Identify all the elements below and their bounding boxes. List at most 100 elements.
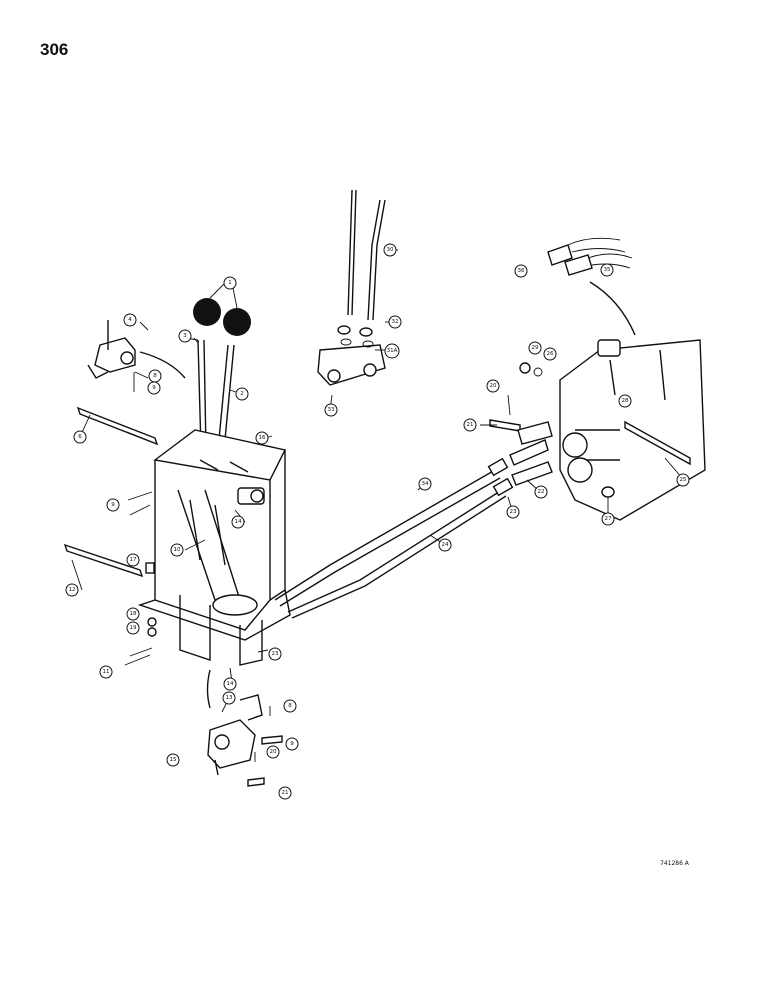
callout-label: 23	[510, 509, 517, 515]
callout-35: 35	[600, 263, 614, 277]
callout-circle	[601, 512, 615, 526]
callout-circle	[147, 381, 161, 395]
page-number: 306	[40, 40, 69, 59]
callout-label: 2	[240, 391, 244, 397]
callout-circle	[123, 313, 137, 327]
drawing-code: 741286 A	[660, 860, 689, 867]
callout-label: 21	[467, 422, 474, 428]
callout-14b: 14	[223, 677, 237, 691]
callout-circle	[463, 418, 477, 432]
callout-label: 8	[153, 373, 157, 379]
callout-label: 11	[103, 669, 110, 675]
callout-circle	[324, 403, 338, 417]
callout-label: 1	[228, 280, 232, 286]
callout-21a: 21	[278, 786, 292, 800]
callout-label: 20	[270, 749, 277, 755]
callout-circle	[285, 737, 299, 751]
callout-25: 25	[676, 473, 690, 487]
callout-label: 35	[604, 267, 611, 273]
callout-circle	[506, 505, 520, 519]
callout-circle	[278, 786, 292, 800]
control-cables	[274, 457, 514, 619]
callout-label: 10	[174, 547, 181, 553]
callout-label: 13	[226, 695, 233, 701]
callout-circle	[528, 341, 542, 355]
callout-label: 32	[392, 319, 399, 325]
callout-circle	[600, 263, 614, 277]
callout-28: 28	[618, 394, 632, 408]
callout-circle	[126, 607, 140, 621]
callout-9a: 9	[147, 381, 161, 395]
callout-label: 27	[605, 516, 612, 522]
callout-label: 34	[422, 481, 429, 487]
callout-bubbles: 1234896916141017121819112314138920152130…	[65, 243, 690, 800]
callout-15: 15	[166, 753, 180, 767]
callout-circle	[438, 538, 452, 552]
callout-14a: 14	[231, 515, 245, 529]
callout-23a: 23	[268, 647, 282, 661]
callout-2: 2	[235, 387, 249, 401]
callout-31a: 31A	[384, 343, 400, 359]
callout-label: 22	[538, 489, 545, 495]
callout-circle	[106, 498, 120, 512]
callout-19: 19	[126, 621, 140, 635]
callout-1: 1	[223, 276, 237, 290]
callout-label: 14	[227, 681, 234, 687]
callout-circle	[255, 431, 269, 445]
callout-label: 24	[442, 542, 449, 548]
control-box	[137, 429, 291, 666]
callout-8b: 8	[283, 699, 297, 713]
callout-circle	[676, 473, 690, 487]
upper-pivot-bracket	[87, 320, 186, 392]
callout-20b: 20	[486, 379, 500, 393]
callout-label: 21	[282, 790, 289, 796]
callout-32: 32	[388, 315, 402, 329]
callout-circle	[514, 264, 528, 278]
callout-33: 33	[324, 403, 338, 417]
clevises	[489, 419, 553, 486]
hose-fittings	[547, 237, 636, 336]
callout-16: 16	[255, 431, 269, 445]
callout-label: 8	[288, 703, 292, 709]
callout-label: 6	[78, 434, 82, 440]
control-knobs	[193, 282, 251, 336]
callout-label: 18	[130, 611, 137, 617]
callout-3: 3	[178, 329, 192, 343]
callout-9b: 9	[106, 498, 120, 512]
callout-circle	[618, 394, 632, 408]
callout-34: 34	[418, 477, 432, 491]
left-shafts	[63, 406, 159, 657]
callout-label: 9	[111, 502, 115, 508]
callout-label: 33	[328, 407, 335, 413]
callout-circle	[268, 647, 282, 661]
callout-circle	[486, 379, 500, 393]
callout-label: 28	[622, 398, 629, 404]
callout-circle	[235, 387, 249, 401]
upper-lever-rods	[317, 189, 386, 386]
callout-label: 9	[152, 385, 156, 391]
callout-label: 4	[128, 317, 132, 323]
callout-17: 17	[126, 553, 140, 567]
callout-label: 31A	[387, 348, 398, 354]
callout-circle	[99, 665, 113, 679]
callout-4: 4	[123, 313, 137, 327]
callout-circle	[283, 699, 297, 713]
callout-label: 16	[259, 435, 266, 441]
callout-label: 9	[290, 741, 294, 747]
callout-label: 30	[387, 247, 394, 253]
callout-30a: 30	[383, 243, 397, 257]
callout-29: 29	[528, 341, 542, 355]
callout-9c: 9	[285, 737, 299, 751]
callout-23b: 23	[506, 505, 520, 519]
callout-label: 3	[183, 333, 187, 339]
callout-18: 18	[126, 607, 140, 621]
callout-label: 19	[130, 625, 137, 631]
callout-11: 11	[99, 665, 113, 679]
callout-label: 12	[69, 587, 76, 593]
callout-circle	[266, 745, 280, 759]
callout-label: 14	[235, 519, 242, 525]
control-valve	[507, 339, 706, 521]
callout-circle	[73, 430, 87, 444]
callout-circle	[383, 243, 397, 257]
